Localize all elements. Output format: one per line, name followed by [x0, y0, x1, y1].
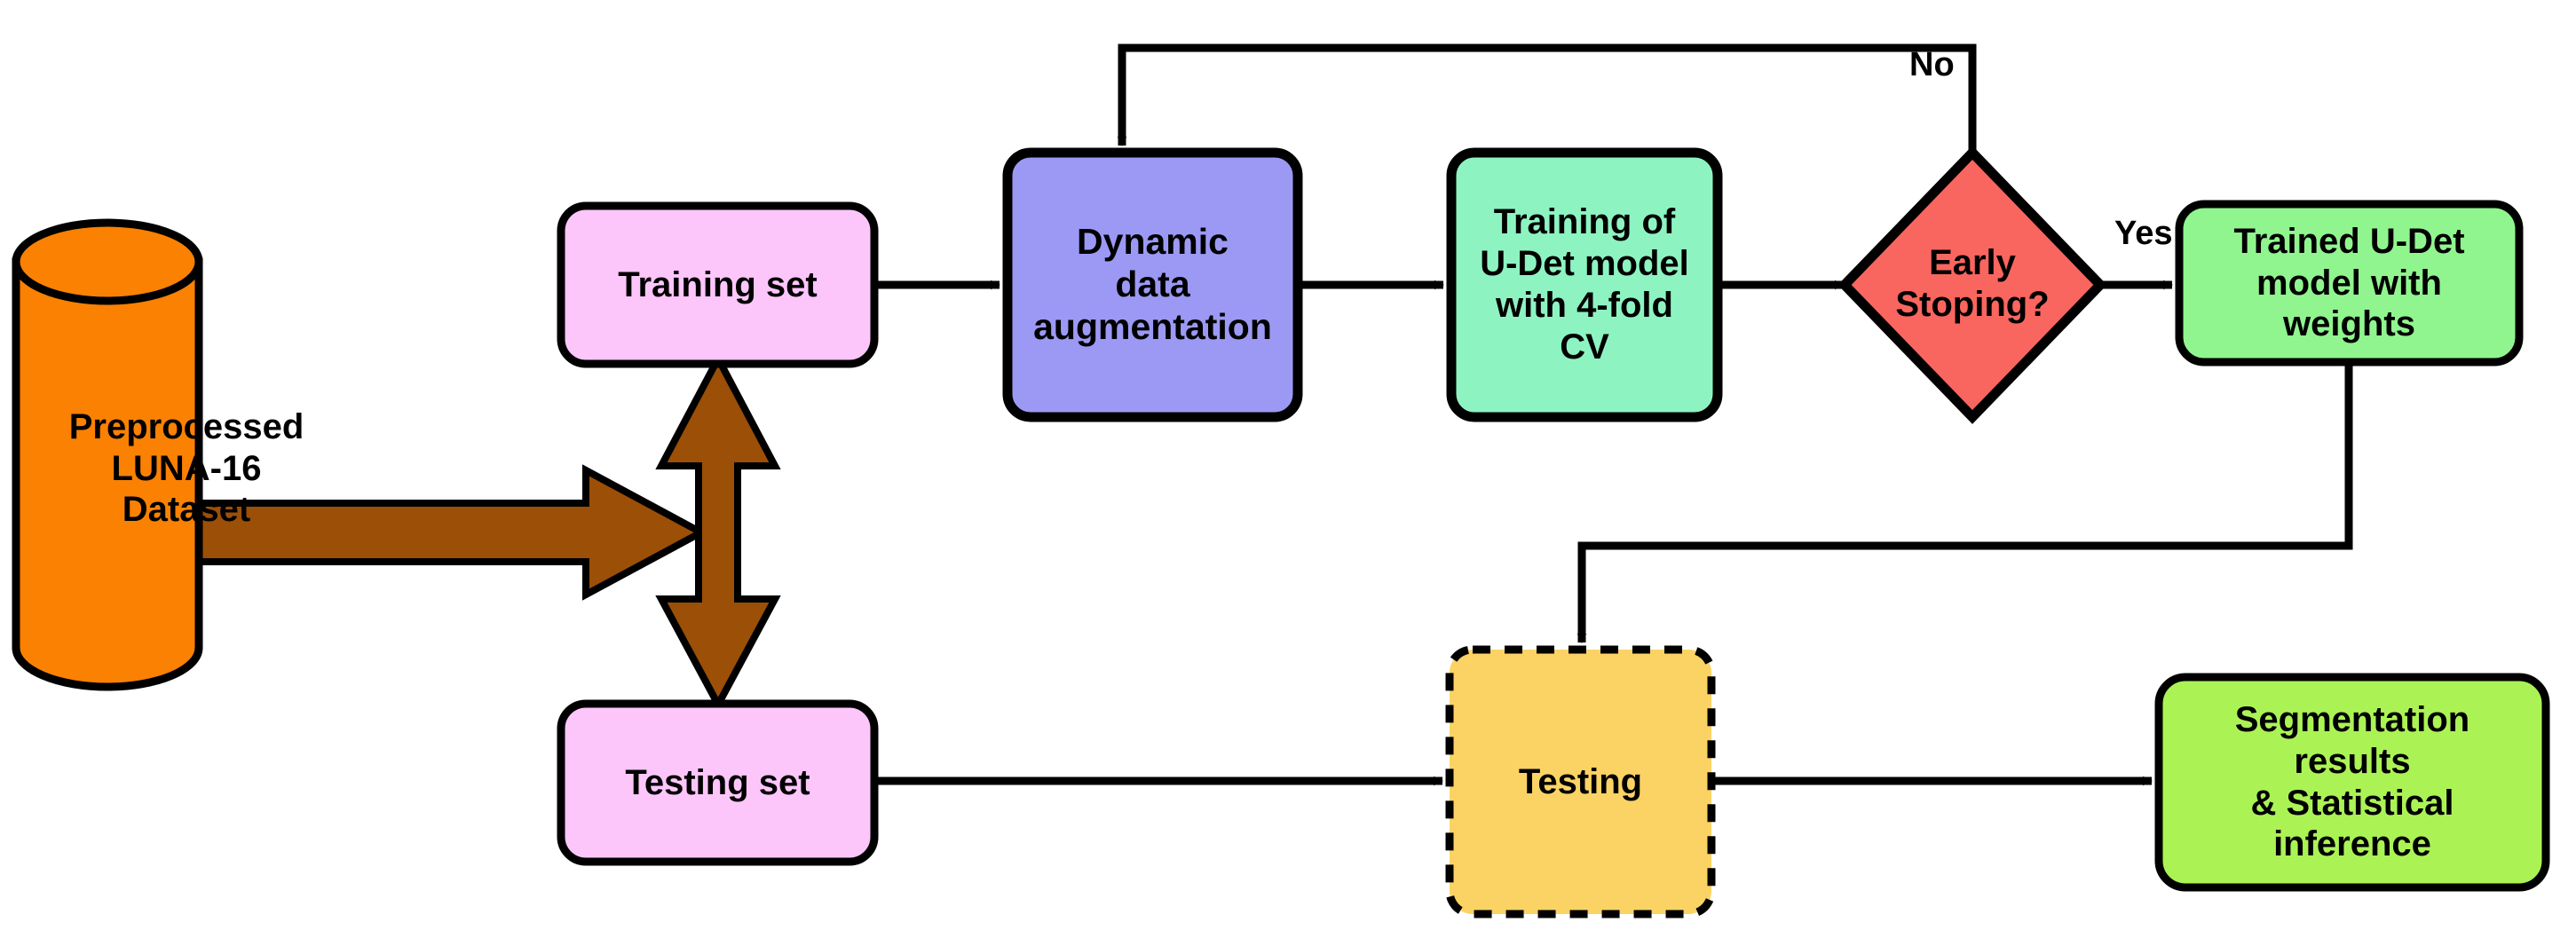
node-augmentation-shape[interactable] [1002, 147, 1303, 422]
node-testing-shape[interactable] [1445, 645, 1716, 918]
node-testing-set-shape[interactable] [557, 699, 879, 866]
edge-decision-no-feedback-loop [1117, 43, 1977, 153]
node-trained-model-shape[interactable] [2175, 200, 2524, 367]
node-results-shape[interactable] [2154, 673, 2550, 892]
node-decision-shape[interactable] [1837, 146, 2107, 424]
edge-trainedmodel-to-testing [1576, 363, 2353, 643]
node-dataset-shape[interactable] [12, 218, 203, 691]
edge-label-no: No [1909, 46, 1955, 83]
node-training-set-shape[interactable] [557, 201, 879, 368]
block-arrow-dataset-to-split [161, 464, 709, 601]
node-model-training-shape[interactable] [1446, 147, 1723, 422]
edge-label-yes: Yes [2114, 215, 2173, 252]
